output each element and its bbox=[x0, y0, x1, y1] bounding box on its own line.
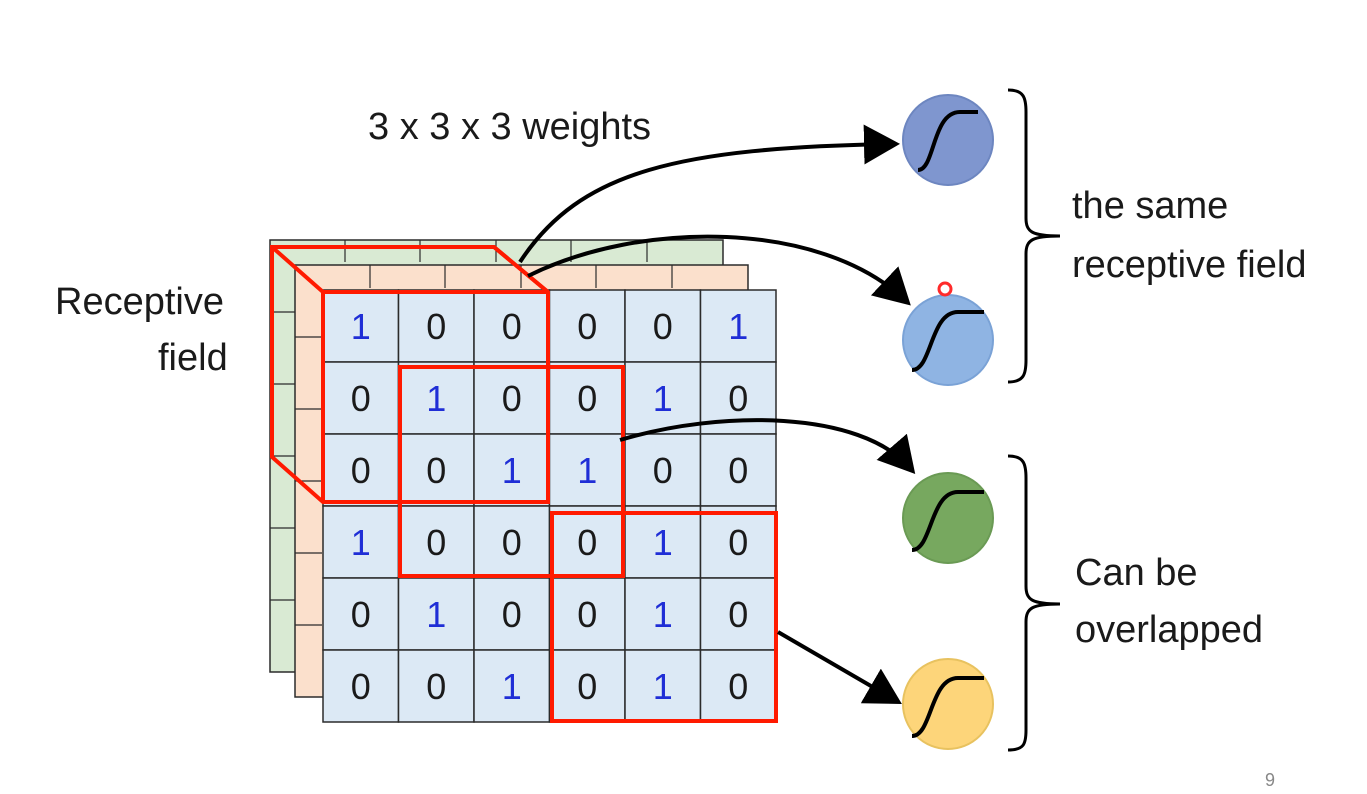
matrix-cell bbox=[473, 361, 551, 435]
neuron-blue-light bbox=[902, 281, 994, 386]
arrow-to-neuron-4 bbox=[776, 630, 902, 705]
input-matrix: 1 0 0 0 0 1 0 1 0 0 1 0 0 0 1 1 0 0 1 0 0 0 1 0 0 1 0 0 1 0 0 0 1 0 1 0 bbox=[322, 289, 777, 723]
matrix-cell bbox=[624, 577, 702, 651]
neuron-blue-dark bbox=[902, 94, 994, 186]
matrix-cell bbox=[624, 433, 702, 507]
receptive-field-3d-box bbox=[270, 245, 550, 504]
matrix-cell bbox=[322, 433, 400, 507]
overlap-label-line2: overlapped bbox=[1075, 609, 1264, 651]
matrix-cell bbox=[548, 433, 626, 507]
matrix-value: 0 bbox=[351, 666, 371, 707]
matrix-value: 0 bbox=[728, 450, 748, 491]
matrix-cell bbox=[322, 649, 400, 723]
matrix-value: 1 bbox=[653, 594, 673, 635]
matrix-value: 1 bbox=[577, 450, 597, 491]
same-field-label-line2: receptive field bbox=[1072, 244, 1307, 286]
brace-same-field bbox=[1007, 88, 1061, 384]
arrow-to-neuron-3 bbox=[619, 418, 916, 475]
matrix-value: 1 bbox=[426, 594, 446, 635]
matrix-value: 0 bbox=[426, 450, 446, 491]
page-number: 9 bbox=[1265, 770, 1276, 790]
matrix-value: 0 bbox=[577, 594, 597, 635]
receptive-field-label-line2: field bbox=[158, 337, 228, 379]
receptive-field-middle bbox=[398, 365, 625, 578]
matrix-cell bbox=[624, 505, 702, 579]
matrix-value: 1 bbox=[728, 306, 748, 347]
overlap-label-line1: Can be bbox=[1075, 552, 1198, 594]
matrix-cell bbox=[397, 361, 475, 435]
matrix-cell bbox=[322, 577, 400, 651]
matrix-cell bbox=[548, 649, 626, 723]
matrix-cell bbox=[473, 577, 551, 651]
matrix-value: 0 bbox=[502, 594, 522, 635]
matrix-value: 0 bbox=[351, 450, 371, 491]
matrix-value: 0 bbox=[577, 378, 597, 419]
matrix-value: 0 bbox=[426, 522, 446, 563]
matrix-value: 0 bbox=[426, 666, 446, 707]
matrix-value: 0 bbox=[728, 594, 748, 635]
matrix-value: 0 bbox=[728, 666, 748, 707]
matrix-cell bbox=[624, 649, 702, 723]
matrix-cell bbox=[699, 577, 777, 651]
matrix-value: 0 bbox=[502, 522, 522, 563]
matrix-value: 1 bbox=[653, 378, 673, 419]
matrix-value: 0 bbox=[653, 306, 673, 347]
neuron-orange bbox=[902, 658, 994, 750]
same-field-label-line1: the same bbox=[1072, 185, 1229, 227]
matrix-value: 1 bbox=[351, 522, 371, 563]
weights-label: 3 x 3 x 3 weights bbox=[368, 106, 652, 148]
cursor-dot bbox=[937, 281, 953, 297]
matrix-value: 1 bbox=[502, 666, 522, 707]
arrow-to-neuron-1 bbox=[518, 124, 900, 264]
matrix-cell bbox=[548, 361, 626, 435]
neuron-green bbox=[902, 472, 994, 564]
matrix-cell bbox=[473, 649, 551, 723]
matrix-value: 0 bbox=[502, 378, 522, 419]
matrix-value: 1 bbox=[653, 666, 673, 707]
matrix-cell bbox=[548, 577, 626, 651]
brace-overlapped bbox=[1007, 454, 1061, 752]
matrix-value: 0 bbox=[577, 666, 597, 707]
matrix-value: 0 bbox=[653, 450, 673, 491]
matrix-cell bbox=[548, 289, 626, 363]
arrow-to-neuron-2 bbox=[527, 234, 911, 306]
matrix-value: 0 bbox=[351, 594, 371, 635]
matrix-value: 1 bbox=[653, 522, 673, 563]
matrix-value: 0 bbox=[577, 522, 597, 563]
matrix-value: 0 bbox=[728, 378, 748, 419]
matrix-cell bbox=[397, 649, 475, 723]
matrix-cell bbox=[699, 289, 777, 363]
receptive-field-bottom-right bbox=[550, 511, 778, 723]
matrix-value: 0 bbox=[426, 306, 446, 347]
matrix-cell bbox=[473, 433, 551, 507]
matrix-value: 1 bbox=[351, 306, 371, 347]
matrix-cell bbox=[699, 433, 777, 507]
matrix-value: 0 bbox=[502, 306, 522, 347]
receptive-field-label-line1: Receptive bbox=[55, 281, 224, 323]
matrix-value: 0 bbox=[351, 378, 371, 419]
matrix-cell bbox=[473, 505, 551, 579]
matrix-value: 0 bbox=[728, 522, 748, 563]
matrix-value: 1 bbox=[426, 378, 446, 419]
matrix-value: 1 bbox=[502, 450, 522, 491]
matrix-value: 0 bbox=[577, 306, 597, 347]
matrix-cell bbox=[322, 289, 400, 363]
